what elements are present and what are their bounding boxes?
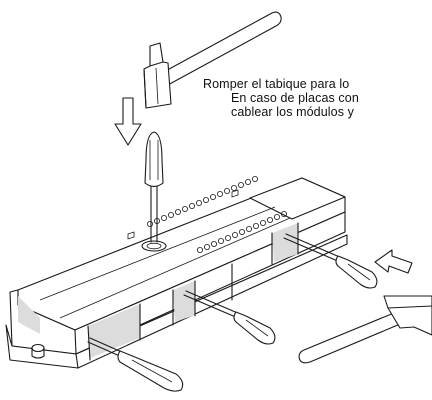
hammer-right-icon bbox=[298, 295, 432, 364]
instruction-line-1: Romper el tabique para lo bbox=[203, 77, 350, 91]
instruction-line-2: En caso de placas con bbox=[231, 91, 359, 105]
screwdriver-right-icon bbox=[283, 233, 378, 289]
enclosure-body bbox=[5, 175, 348, 369]
arrow-left-icon bbox=[374, 249, 413, 274]
hammer-top-icon bbox=[143, 11, 282, 109]
terminal-row-upper bbox=[146, 175, 258, 227]
screwdriver-bottom-icon bbox=[87, 337, 184, 392]
corner-screw bbox=[31, 343, 45, 359]
screwdriver-middle-icon bbox=[183, 290, 276, 345]
terminal-row-lower bbox=[196, 210, 287, 253]
instruction-line-3: cablear los módulos y bbox=[231, 105, 354, 119]
screwdriver-top-icon bbox=[141, 131, 167, 252]
arrow-down-icon bbox=[114, 97, 142, 146]
